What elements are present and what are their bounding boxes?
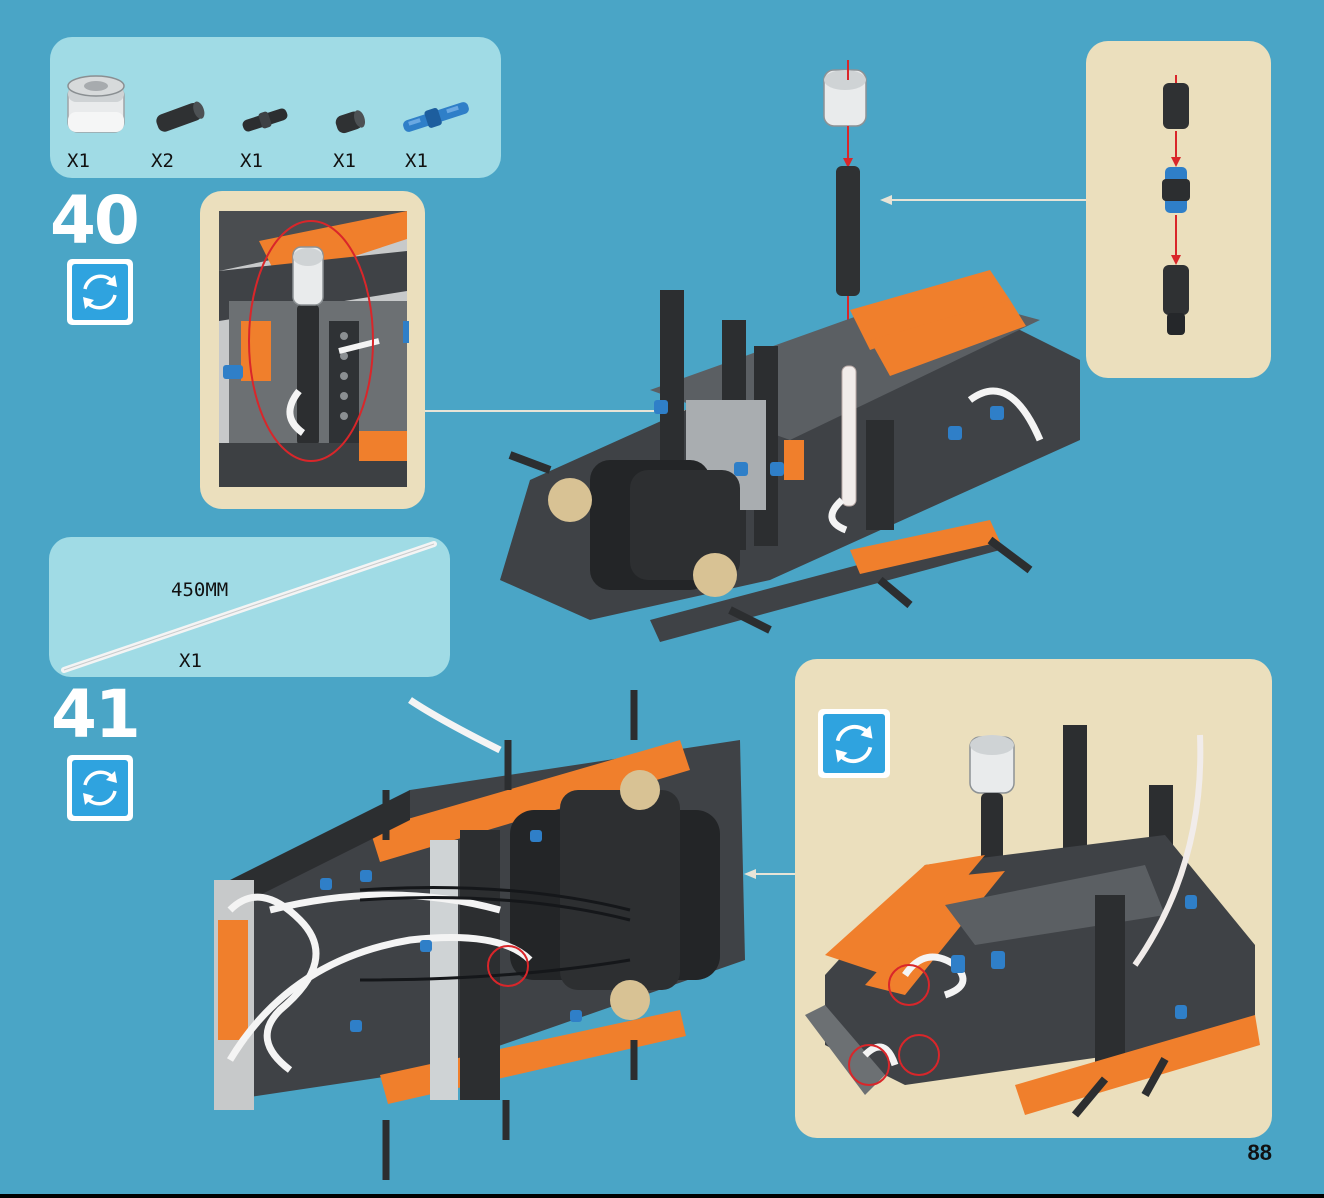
subassembly-stack-view — [1150, 75, 1206, 345]
hose-length-label: 450MM — [171, 579, 228, 601]
part-quantity: X1 — [179, 650, 202, 672]
step41-main-assembly — [210, 680, 755, 1190]
rotate-model-icon — [67, 755, 133, 821]
step-number: 41 — [51, 682, 139, 748]
page-number: 88 — [1248, 1140, 1272, 1166]
step40-main-assembly — [470, 60, 1100, 650]
hose-part-icon — [58, 540, 443, 676]
step41-detail-view — [805, 715, 1265, 1125]
page-bottom-bar — [0, 1194, 1324, 1198]
